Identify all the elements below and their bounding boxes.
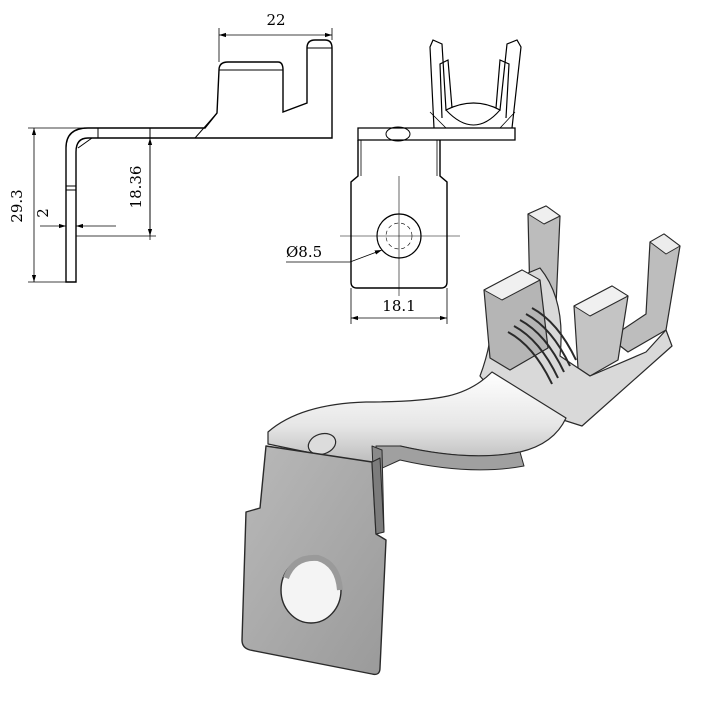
dimension-overall-height: 29.3 [8, 127, 92, 283]
dimension-label-hole-diameter: Ø8.5 [286, 243, 322, 261]
dimension-label-inner-height: 18.36 [127, 166, 145, 209]
dimension-hole-diameter: Ø8.5 [286, 243, 383, 263]
dimension-inner-height: 18.36 [76, 138, 156, 240]
dimension-label-overall-height: 29.3 [8, 189, 26, 222]
dimension-plate-width: 18.1 [350, 288, 448, 324]
side-view [65, 39, 333, 283]
front-view [340, 39, 522, 296]
dimension-label-thickness: 2 [34, 208, 52, 218]
band-slot [307, 432, 337, 456]
dimension-label-plate-width: 18.1 [382, 297, 415, 315]
dimension-top-width: 22 [218, 11, 333, 62]
dimension-label-top-width: 22 [266, 11, 285, 29]
dimension-thickness: 2 [34, 208, 116, 229]
isometric-view [241, 205, 681, 676]
crimp-serrations [507, 307, 577, 385]
mounting-hole [280, 554, 343, 624]
